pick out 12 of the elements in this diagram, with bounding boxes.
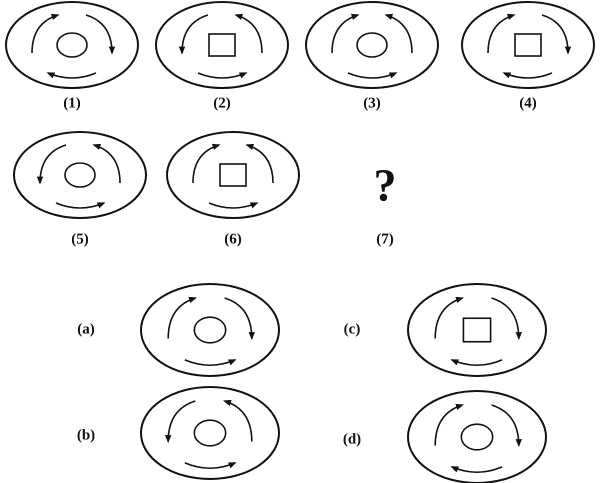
figure-label: (c) xyxy=(344,322,360,338)
figure-label: (7) xyxy=(376,232,394,248)
figure-label: (6) xyxy=(224,232,242,248)
figure-label: (5) xyxy=(71,232,89,248)
question-mark: ? xyxy=(374,158,396,212)
figure-label: (b) xyxy=(76,428,96,444)
figure-label: (a) xyxy=(77,322,95,338)
figure-label: (4) xyxy=(519,96,537,112)
figure-label: (3) xyxy=(363,96,381,112)
figure-label: (2) xyxy=(213,96,231,112)
figure-label: (d) xyxy=(342,432,362,448)
figure-label: (1) xyxy=(63,96,81,112)
